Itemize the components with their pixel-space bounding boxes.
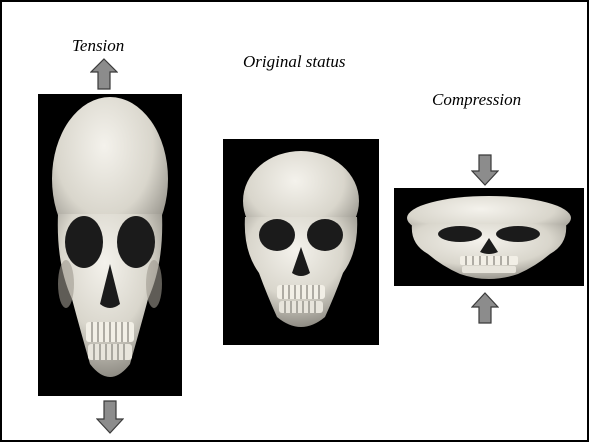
compression-skull-panel [394, 188, 584, 286]
compression-down-arrow-icon [471, 154, 499, 186]
elongated-skull-image [38, 94, 182, 396]
original-status-label: Original status [243, 52, 346, 72]
original-skull-panel [223, 139, 381, 345]
tension-label: Tension [72, 36, 124, 56]
compression-up-arrow-icon [471, 292, 499, 324]
normal-skull-image [223, 139, 379, 345]
tension-up-arrow-icon [90, 58, 118, 90]
compressed-skull-image [394, 188, 584, 286]
tension-skull-panel [38, 94, 182, 396]
tension-down-arrow-icon [96, 400, 124, 434]
compression-label: Compression [432, 90, 521, 110]
